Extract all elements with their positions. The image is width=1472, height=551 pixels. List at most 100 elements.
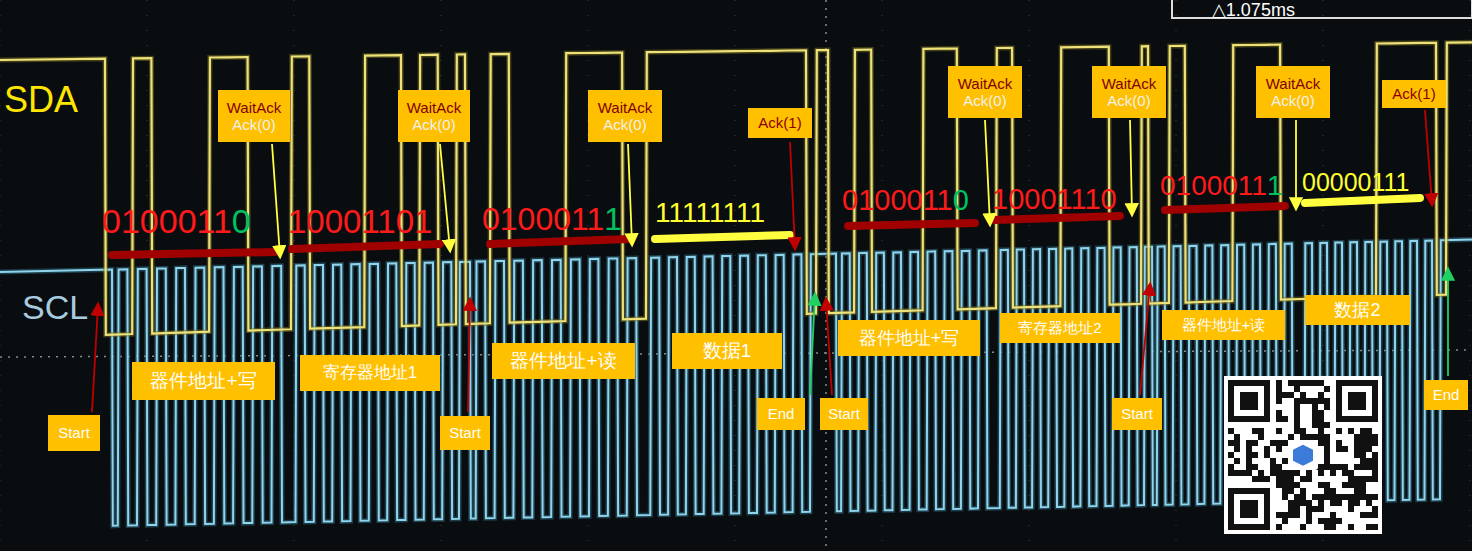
qr-module [1306,434,1312,440]
qr-module [1288,506,1294,512]
qr-module [1354,398,1360,404]
qr-module [1330,512,1336,518]
qr-module [1348,398,1354,404]
qr-module [1228,452,1234,458]
qr-module [1270,470,1276,476]
qr-module [1336,464,1342,470]
qr-module [1234,458,1240,464]
qr-module [1282,458,1288,464]
qr-module [1324,422,1330,428]
qr-module [1312,404,1318,410]
qr-module [1330,500,1336,506]
qr-module [1264,404,1270,410]
label-box: End [757,398,805,430]
qr-module [1264,500,1270,506]
leader-arrow [272,144,280,256]
qr-module [1306,380,1312,386]
qr-module [1252,488,1258,494]
qr-module [1246,488,1252,494]
qr-module [1246,464,1252,470]
qr-module [1246,446,1252,452]
qr-module [1330,488,1336,494]
qr-module [1282,416,1288,422]
qr-module [1318,506,1324,512]
qr-module [1372,524,1378,530]
qr-module [1336,440,1342,446]
qr-module [1264,476,1270,482]
qr-module [1312,494,1318,500]
qr-module [1348,494,1354,500]
qr-module [1300,434,1306,440]
qr-module [1312,410,1318,416]
qr-module [1234,470,1240,476]
qr-module [1294,470,1300,476]
qr-module [1348,392,1354,398]
qr-module [1276,470,1282,476]
qr-module [1342,494,1348,500]
qr-module [1264,410,1270,416]
qr-module [1246,404,1252,410]
qr-module [1354,416,1360,422]
qr-module [1330,494,1336,500]
box-text: 器件地址+读 [510,350,616,372]
qr-module [1354,452,1360,458]
qr-module [1300,398,1306,404]
qr-module [1294,422,1300,428]
qr-module [1252,416,1258,422]
qr-module [1306,506,1312,512]
qr-module [1348,524,1354,530]
box-text: WaitAck [598,99,652,116]
qr-module [1264,488,1270,494]
qr-module [1306,476,1312,482]
qr-module [1366,476,1372,482]
qr-module [1228,386,1234,392]
qr-module [1240,524,1246,530]
qr-module [1354,476,1360,482]
label-box: WaitAckAck(0) [1092,66,1166,118]
qr-module [1318,482,1324,488]
qr-module [1300,380,1306,386]
grid-dots [1029,0,1030,551]
box-text: Ack(0) [1271,92,1314,109]
measure-readout: △1.075ms [1212,1,1295,19]
box-text: 寄存器地址1 [323,363,417,383]
qr-module [1324,524,1330,530]
qr-module [1372,416,1378,422]
qr-module [1294,512,1300,518]
qr-module [1318,500,1324,506]
qr-module [1366,464,1372,470]
qr-module [1264,446,1270,452]
qr-module [1342,470,1348,476]
qr-module [1276,440,1282,446]
box-text: Ack(0) [963,92,1006,109]
qr-module [1258,476,1264,482]
bit-underline [490,239,630,244]
qr-module [1228,398,1234,404]
qr-module [1258,470,1264,476]
bit-underline [995,216,1120,220]
qr-module [1372,512,1378,518]
qr-module [1228,410,1234,416]
box-text: Ack(0) [232,116,275,133]
qr-module [1348,476,1354,482]
qr-module [1246,500,1252,506]
qr-module [1324,452,1330,458]
qr-module [1228,488,1234,494]
qr-module [1252,506,1258,512]
qr-module [1282,470,1288,476]
box-text: 数据2 [1334,300,1380,321]
qr-module [1264,524,1270,530]
leader-arrows [92,110,1448,412]
qr-module [1360,464,1366,470]
qr-module [1348,482,1354,488]
qr-module [1336,410,1342,416]
bit-underline [1165,206,1285,210]
qr-module [1294,506,1300,512]
qr-module [1300,494,1306,500]
qr-module [1312,380,1318,386]
qr-module [1240,380,1246,386]
qr-module [1336,380,1342,386]
qr-module [1366,434,1372,440]
qr-module [1288,476,1294,482]
